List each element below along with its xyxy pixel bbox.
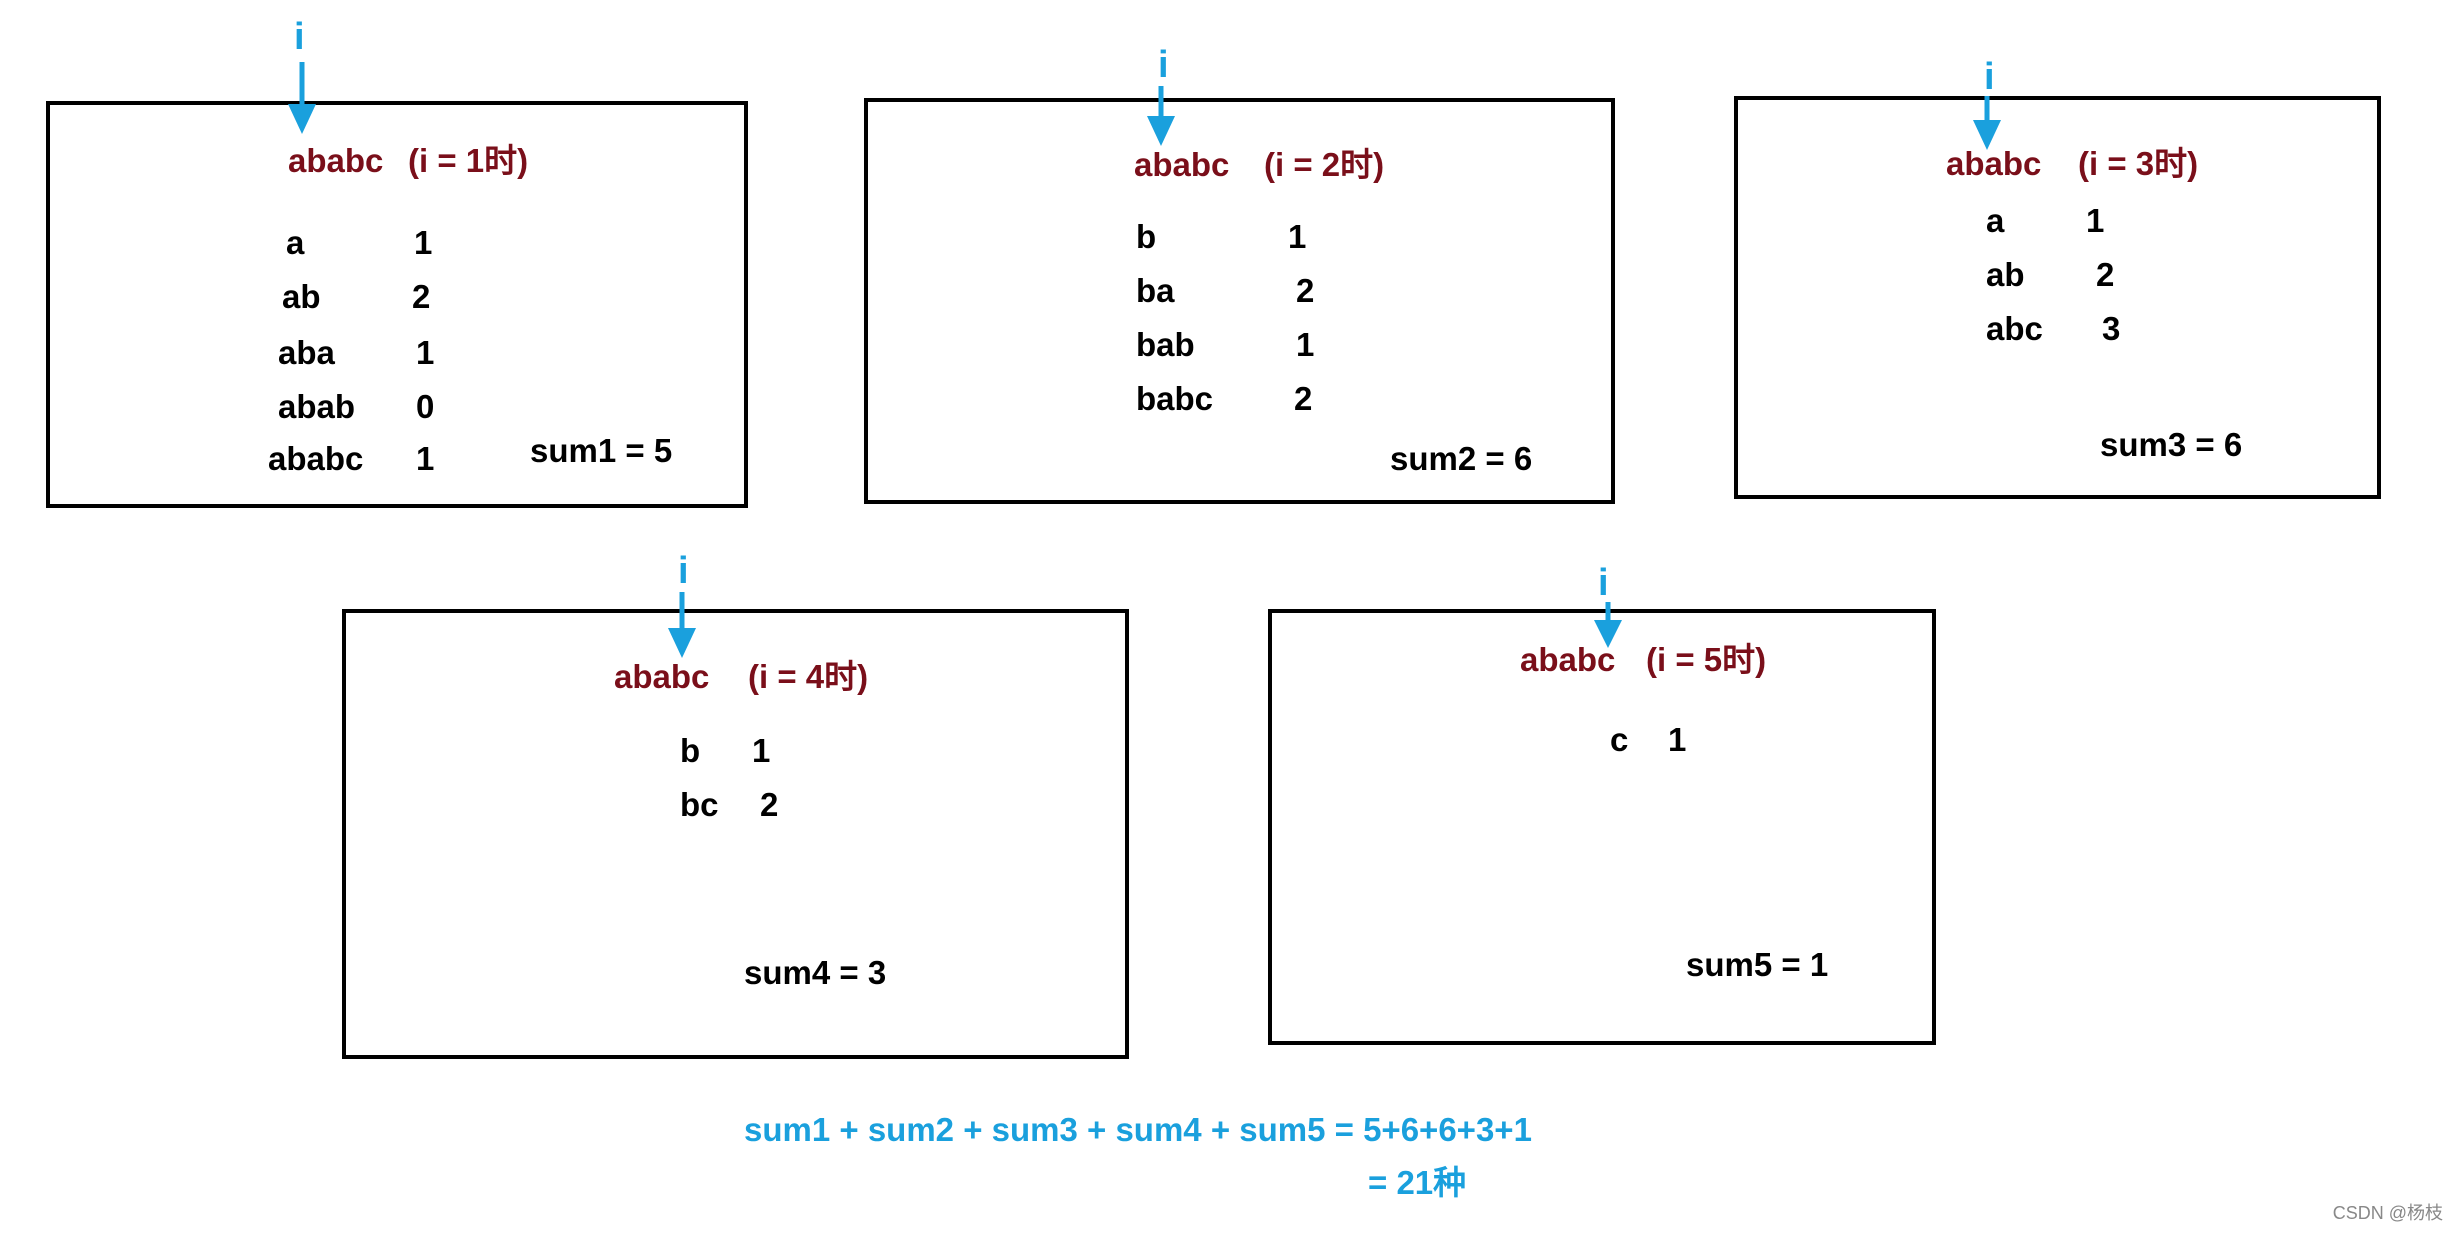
panel-2-row-4-substring: babc [1136,380,1214,417]
panel-5-row-1-substring: c [1610,721,1629,758]
panel-2-arrow-icon [1147,86,1175,146]
panel-5-box [1268,609,1936,1045]
watermark: CSDN @杨枝 [2332,1203,2443,1223]
panel-1-row-2-substring: ab [282,278,321,315]
panel-4-row-1-substring: b [680,732,701,769]
panel-5-arrow-icon [1594,602,1622,648]
panel-1-row-5-substring: ababc [268,440,364,477]
panel-2-row-3-count: 1 [1296,326,1315,363]
panel-3-row-2-count: 2 [2096,256,2115,293]
panel-1-row-1-count: 1 [414,224,433,261]
panel-2-row-3-substring: bab [1136,326,1195,363]
panel-3-word: ababc [1946,145,2042,182]
panel-5-row-1-count: 1 [1668,721,1687,758]
panel-1-arrow-icon [288,62,316,134]
panel-1-i-marker: i [294,16,305,58]
panel-1-row-4-substring: abab [278,388,356,425]
panel-2-word: ababc [1134,146,1230,183]
panel-1-row-3-count: 1 [416,334,435,371]
panel-1-row-4-count: 0 [416,388,435,425]
panel-2-box [864,98,1615,504]
panel-1-row-5-count: 1 [416,440,435,477]
panel-3-row-2-substring: ab [1986,256,2025,293]
panel-1-word: ababc [288,142,384,179]
panel-2-row-1-count: 1 [1288,218,1307,255]
panel-4-i-marker: i [678,550,689,592]
panel-5-word: ababc [1520,641,1616,678]
panel-5-i-marker: i [1598,562,1609,604]
panel-4-word: ababc [614,658,710,695]
panel-2-row-4-count: 2 [1294,380,1313,417]
panel-1-row-3-substring: aba [278,334,335,371]
panel-2-row-2-count: 2 [1296,272,1315,309]
panel-4-row-2-count: 2 [760,786,779,823]
panel-3-row-1-count: 1 [2086,202,2105,239]
panel-3-sum: sum3 = 6 [2100,426,2243,463]
panel-1-row-1-substring: a [286,224,305,261]
panel-1-box [46,101,748,508]
panel-4-arrow-icon [668,592,696,658]
panel-3-box [1734,96,2381,499]
total-result: = 21种 [1368,1164,1467,1201]
panel-3-row-1-substring: a [1986,202,2005,239]
panel-4-box [342,609,1129,1059]
panel-2-case-label: (i = 2时) [1264,146,1385,183]
panel-4-row-1-count: 1 [752,732,771,769]
panel-3-row-3-count: 3 [2102,310,2121,347]
panel-3-i-marker: i [1984,56,1995,98]
panel-2-row-2-substring: ba [1136,272,1175,309]
panel-5-case-label: (i = 5时) [1646,641,1767,678]
panel-5-sum: sum5 = 1 [1686,946,1829,983]
total-equation: sum1 + sum2 + sum3 + sum4 + sum5 = 5+6+6… [744,1111,1532,1148]
panel-1-sum: sum1 = 5 [530,432,673,469]
panel-4-sum: sum4 = 3 [744,954,887,991]
panel-4-row-2-substring: bc [680,786,719,823]
panel-4-case-label: (i = 4时) [748,658,869,695]
panel-2-sum: sum2 = 6 [1390,440,1533,477]
panel-1-case-label: (i = 1时) [408,142,529,179]
panel-3-arrow-icon [1973,96,2001,150]
panel-3-row-3-substring: abc [1986,310,2043,347]
panel-1-row-2-count: 2 [412,278,431,315]
panel-2-i-marker: i [1158,44,1169,86]
panel-2-row-1-substring: b [1136,218,1157,255]
panel-3-case-label: (i = 3时) [2078,145,2199,182]
